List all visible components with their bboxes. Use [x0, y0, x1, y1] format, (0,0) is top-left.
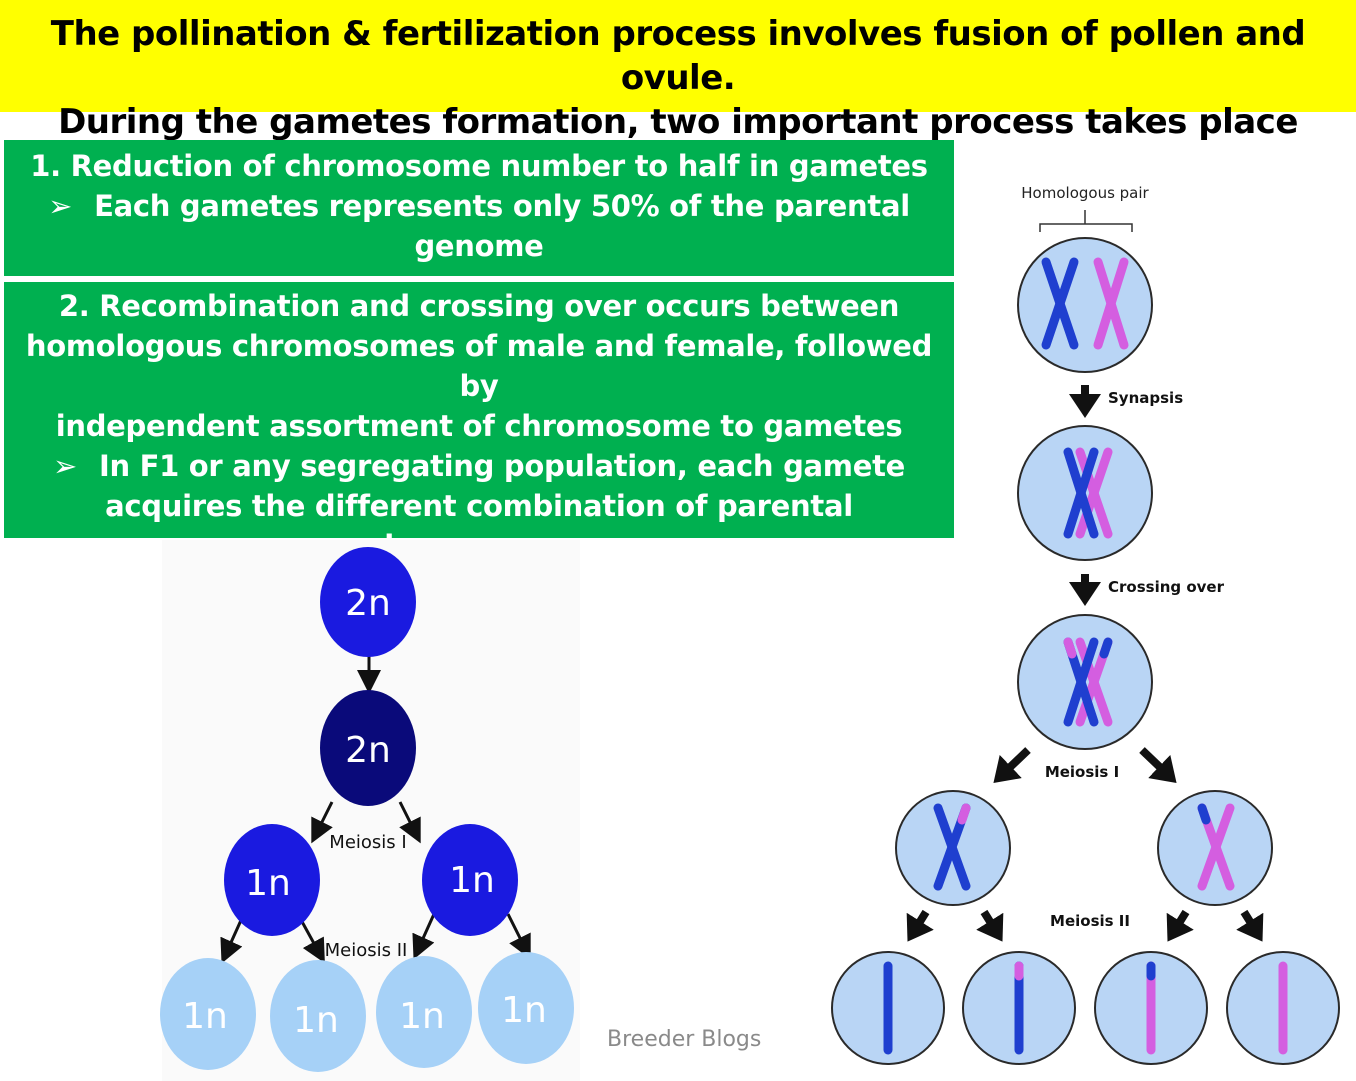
point-1-bullet-cont: genome [414, 229, 544, 263]
gamete-cell [478, 952, 574, 1064]
gamete-cell [270, 960, 366, 1072]
meiosis-2-label: Meiosis II [325, 940, 408, 961]
bullet-arrow-icon: ➢ [52, 449, 77, 483]
daughter-left-chromosome [933, 803, 971, 891]
title-line-2: During the gametes formation, two import… [58, 102, 1298, 142]
arrow-icon [311, 801, 334, 844]
bullet-arrow-icon: ➢ [48, 189, 73, 223]
gamete-cell [376, 956, 472, 1068]
point-1-bullet: ➢ Each gametes represents only 50% of the… [4, 186, 954, 226]
down-left-arrow-icon [906, 909, 934, 942]
homologous-bracket [1039, 210, 1133, 232]
haploid-right-label: 1n [449, 860, 495, 901]
daughter-right-chromosome [1197, 803, 1235, 891]
gamete-label: 1n [293, 1000, 339, 1041]
diploid-cell [320, 547, 416, 657]
diploid-label: 2n [345, 583, 391, 624]
point-1-heading: 1. Reduction of chromosome number to hal… [30, 149, 928, 183]
diploid-dividing-label: 2n [345, 730, 391, 771]
homologous-pair-label: Homologous pair [1021, 184, 1149, 202]
point-2-box: 2. Recombination and crossing over occur… [4, 282, 954, 563]
haploid-cell-right [422, 824, 518, 936]
point-2-line-1: 2. Recombination and crossing over occur… [58, 289, 900, 323]
gamete-cell [160, 958, 256, 1070]
diploid-dividing-cell [320, 690, 416, 806]
title-banner: The pollination & fertilization process … [0, 0, 1356, 142]
gamete-label: 1n [182, 996, 228, 1037]
point-2-bullet-text: In F1 or any segregating population, eac… [98, 449, 906, 483]
point-1-bullet-text: Each gametes represents only 50% of the … [94, 189, 910, 223]
synapsis-chromosomes [1063, 447, 1113, 539]
down-right-arrow-icon [1139, 747, 1177, 784]
arrow-icon [412, 913, 436, 960]
haploid-cell-left [224, 824, 320, 936]
arrow-icon [220, 917, 244, 964]
title-line-1: The pollination & fertilization process … [50, 14, 1306, 98]
point-2-line-2: homologous chromosomes of male and femal… [25, 329, 933, 403]
point-2-bullet: ➢ In F1 or any segregating population, ea… [4, 446, 954, 486]
crossing-over-chromosomes [1063, 637, 1113, 727]
down-left-arrow-icon [993, 747, 1031, 784]
synapsis-label: Synapsis [1108, 389, 1183, 407]
arrow-icon [298, 917, 325, 964]
point-2-line-3: independent assortment of chromosome to … [55, 409, 903, 443]
arrow-icon [398, 801, 421, 844]
point-1-box: 1. Reduction of chromosome number to hal… [4, 140, 954, 276]
gamete-label: 1n [399, 996, 445, 1037]
meiosis-1-label: Meiosis I [329, 832, 406, 853]
crossing-over-label: Crossing over [1108, 578, 1225, 596]
watermark: Breeder Blogs [607, 1027, 762, 1052]
gamete-label: 1n [501, 990, 547, 1031]
homologous-chromosomes [1041, 257, 1129, 350]
homologous-cell [1017, 237, 1153, 373]
meiosis-1-chrom-label: Meiosis I [1045, 763, 1119, 781]
down-left-arrow-icon [1166, 909, 1194, 942]
meiosis-2-chrom-label: Meiosis II [1050, 912, 1130, 930]
point-2-bullet-cont-1: acquires the different combination of pa… [105, 489, 853, 523]
down-right-arrow-icon [1236, 909, 1264, 942]
arrow-icon [506, 913, 531, 960]
down-right-arrow-icon [976, 909, 1004, 942]
haploid-left-label: 1n [245, 863, 291, 904]
